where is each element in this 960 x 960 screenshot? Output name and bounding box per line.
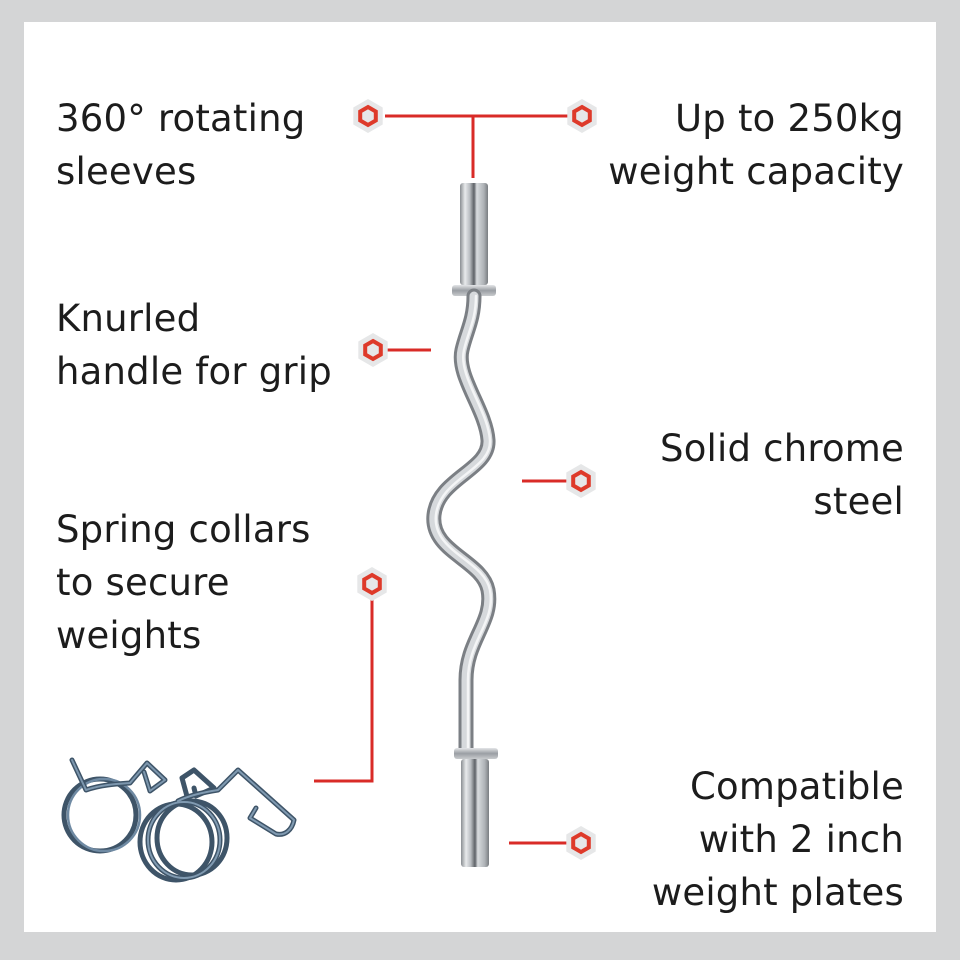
feature-line: 360° rotating — [56, 97, 306, 140]
feature-line: sleeves — [56, 150, 197, 193]
feature-line: weight capacity — [608, 150, 904, 193]
feature-line: weights — [56, 614, 202, 657]
feature-line: Solid chrome — [660, 427, 904, 470]
feature-label-knurled-handle: Knurled handle for grip — [56, 292, 332, 398]
feature-line: Up to 250kg — [675, 97, 904, 140]
hex-bolt-icon — [564, 462, 598, 500]
callout-lines — [314, 114, 572, 845]
hex-bolt-icon — [351, 97, 385, 135]
feature-line: Compatible — [690, 765, 904, 808]
feature-line: handle for grip — [56, 350, 332, 393]
spring-collars-icon — [61, 757, 297, 883]
callout-line-collars — [314, 598, 374, 783]
feature-label-weight-capacity: Up to 250kg weight capacity — [608, 92, 904, 198]
hex-bolt-icon — [356, 331, 390, 369]
feature-label-spring-collars: Spring collars to secure weights — [56, 503, 311, 662]
hex-bolt-icon — [565, 97, 599, 135]
feature-label-chrome-steel: Solid chrome steel — [660, 422, 904, 528]
hex-bolt-icon — [564, 824, 598, 862]
feature-label-rotating-sleeves: 360° rotating sleeves — [56, 92, 305, 198]
feature-line: to secure — [56, 561, 230, 604]
feature-line: Spring collars — [56, 508, 311, 551]
feature-line: steel — [813, 480, 904, 523]
feature-line: Knurled — [56, 297, 201, 340]
feature-line: weight plates — [651, 871, 904, 914]
feature-line: with 2 inch — [698, 818, 904, 861]
curl-bar-icon — [426, 183, 498, 867]
hex-bolt-icon — [355, 565, 389, 603]
feature-label-compatible-plates: Compatible with 2 inch weight plates — [652, 760, 904, 919]
